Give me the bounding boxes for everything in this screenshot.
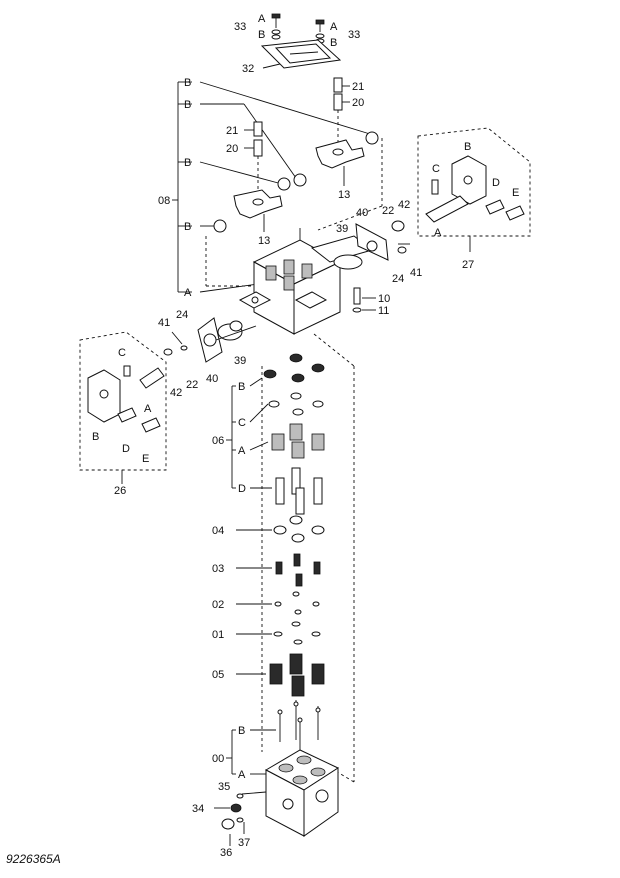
springs-03: [236, 553, 321, 587]
casing-00-A: [250, 749, 340, 837]
label-00: 00: [212, 753, 224, 765]
label-A-26: A: [144, 403, 152, 415]
label-08: 08: [158, 195, 170, 207]
label-01: 01: [212, 629, 224, 641]
label-13-right: 13: [338, 189, 350, 201]
label-36: 36: [220, 847, 232, 859]
label-32: 32: [242, 63, 254, 75]
label-42-left: 42: [170, 387, 182, 399]
label-A-06: A: [238, 445, 246, 457]
label-41-right: 41: [410, 267, 422, 279]
label-33-left: 33: [234, 21, 246, 33]
screw-33-left: [271, 13, 281, 40]
label-35: 35: [218, 781, 230, 793]
label-40-right: 40: [356, 207, 368, 219]
bracket-00: [226, 729, 236, 775]
label-C-27: C: [432, 163, 440, 175]
label-A-27: A: [434, 227, 442, 239]
label-33-right: 33: [348, 29, 360, 41]
label-E-27: E: [512, 187, 519, 199]
label-C-06: C: [238, 417, 246, 429]
bracket-06: [226, 385, 236, 489]
label-A-08: A: [184, 287, 192, 299]
lever-13-left: [213, 177, 291, 233]
label-06: 06: [212, 435, 224, 447]
label-05: 05: [212, 669, 224, 681]
label-37: 37: [238, 837, 250, 849]
label-B-33l: B: [258, 29, 265, 41]
label-39-left: 39: [234, 355, 246, 367]
label-21-right: 21: [352, 81, 364, 93]
label-22-right: 22: [382, 205, 394, 217]
label-B-33r: B: [330, 37, 337, 49]
bolt-10: [352, 287, 376, 313]
seats-04: [236, 515, 325, 543]
shims-01: [236, 621, 321, 645]
label-24-right: 24: [392, 273, 404, 285]
label-41-left: 41: [158, 317, 170, 329]
label-22-left: 22: [186, 379, 198, 391]
lever-13-right: [293, 131, 379, 187]
label-A-33r: A: [330, 21, 338, 33]
label-27: 27: [462, 259, 474, 271]
plugs: [214, 791, 267, 846]
label-B-00: B: [238, 725, 245, 737]
pins-20-21-left: [244, 121, 263, 196]
label-20-left: 20: [226, 143, 238, 155]
label-D-27: D: [492, 177, 500, 189]
plate-32: [260, 39, 342, 69]
label-26: 26: [114, 485, 126, 497]
label-42-right: 42: [398, 199, 410, 211]
label-13-left: 13: [258, 235, 270, 247]
top-plate-assembly: [260, 13, 342, 69]
label-B-08c: B: [184, 157, 191, 169]
label-03: 03: [212, 563, 224, 575]
label-04: 04: [212, 525, 224, 537]
label-A-33l: A: [258, 13, 266, 25]
seals-06-B: [249, 353, 325, 387]
bracket-08: [172, 81, 192, 293]
rings-06-C: [249, 392, 324, 423]
label-21-left: 21: [226, 125, 238, 137]
plungers-06-D: [250, 467, 323, 515]
pins-20-21-right: [333, 77, 350, 150]
label-A-00: A: [238, 769, 246, 781]
label-40-left: 40: [206, 373, 218, 385]
label-39-right: 39: [336, 223, 348, 235]
label-10: 10: [378, 293, 390, 305]
label-B-27: B: [464, 141, 471, 153]
cam-plate-right: [310, 220, 410, 270]
label-D-26: D: [122, 443, 130, 455]
label-C-26: C: [118, 347, 126, 359]
label-11: 11: [378, 305, 389, 317]
label-D-06: D: [238, 483, 246, 495]
label-B-08a: B: [184, 77, 191, 89]
box-27: [417, 127, 531, 252]
screw-33-right: [315, 19, 325, 44]
label-20-right: 20: [352, 97, 364, 109]
guides-06-A: [249, 423, 325, 459]
label-02: 02: [212, 599, 224, 611]
spools-00-B: [250, 700, 321, 752]
label-24-left: 24: [176, 309, 188, 321]
box-26: [79, 331, 167, 484]
part-labels: 33 33 A B A B 32 21 20 21 20 13 13 08 B …: [92, 13, 519, 859]
label-B-08b: B: [184, 99, 191, 111]
label-E-26: E: [142, 453, 149, 465]
label-B-06: B: [238, 381, 245, 393]
springs-05: [236, 653, 325, 697]
washers-02: [236, 591, 320, 615]
cam-plate-left: [163, 317, 257, 363]
label-34: 34: [192, 803, 204, 815]
document-id: 9226365A: [6, 852, 61, 866]
label-B-26: B: [92, 431, 99, 443]
label-B-08d: B: [184, 221, 191, 233]
